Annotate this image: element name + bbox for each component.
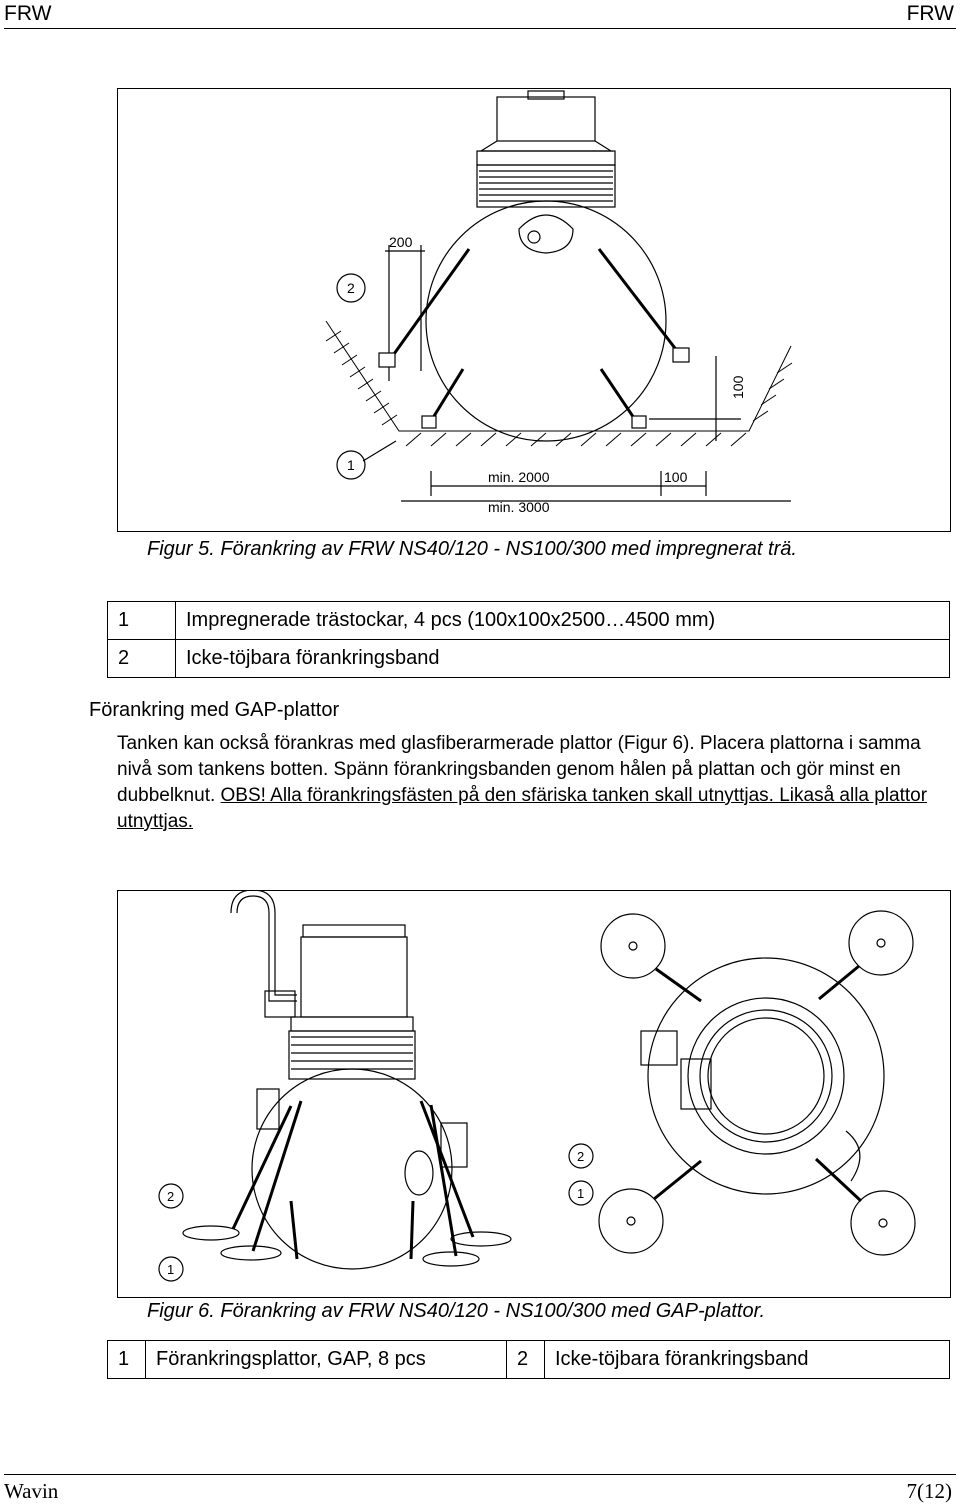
paragraph-notice: OBS! Alla förankringsfästen på den sfäri… <box>117 785 928 832</box>
figure5-legend: 1 Impregnerade trästockar, 4 pcs (100x10… <box>107 601 950 678</box>
footer-rule <box>4 1474 956 1475</box>
legend-text: Icke-töjbara förankringsband <box>175 639 950 678</box>
header-left: FRW <box>4 2 52 25</box>
legend-text: Förankringsplattor, GAP, 8 pcs <box>145 1340 507 1379</box>
fig5-dim-100-side: 100 <box>730 375 746 399</box>
legend-text: Impregnerade trästockar, 4 pcs (100x100x… <box>175 601 950 640</box>
legend-num: 2 <box>506 1340 545 1379</box>
legend-num: 1 <box>107 601 176 640</box>
legend-row: 1 Förankringsplattor, GAP, 8 pcs 2 Icke-… <box>107 1340 950 1379</box>
legend-text: Icke-töjbara förankringsband <box>544 1340 950 1379</box>
figure5-drawing: 200 2 1 100 min. 2000 100 min. 3000 <box>325 90 793 515</box>
footer-page-number: 7(12) <box>906 1479 953 1503</box>
fig6-left-callout-1: 1 <box>167 1262 174 1277</box>
fig6-right-callout-2: 2 <box>577 1149 584 1164</box>
figure6-legend: 1 Förankringsplattor, GAP, 8 pcs 2 Icke-… <box>107 1340 950 1379</box>
fig5-dim-100: 100 <box>664 469 688 485</box>
legend-num: 2 <box>107 639 176 678</box>
header-right: FRW <box>906 2 954 25</box>
fig5-callout-2: 2 <box>347 280 355 296</box>
fig5-min-3000: min. 3000 <box>488 499 550 515</box>
fig6-left-callout-2: 2 <box>167 1189 174 1204</box>
fig5-dim-200: 200 <box>389 234 413 250</box>
legend-row: 2 Icke-töjbara förankringsband <box>107 639 950 678</box>
figure5-caption: Figur 5. Förankring av FRW NS40/120 - NS… <box>147 538 797 560</box>
header-rule <box>4 28 956 29</box>
fig5-callout-1: 1 <box>347 457 355 473</box>
legend-row: 1 Impregnerade trästockar, 4 pcs (100x10… <box>107 601 950 640</box>
fig6-right-callout-1: 1 <box>577 1186 584 1201</box>
paragraph-text: Tanken kan också förankras med glasfiber… <box>117 733 921 806</box>
figure5-box: 200 2 1 100 min. 2000 100 min. 3000 <box>117 88 951 532</box>
figure6-caption: Figur 6. Förankring av FRW NS40/120 - NS… <box>147 1300 766 1322</box>
section-paragraph: Tanken kan också förankras med glasfiber… <box>117 731 947 835</box>
figure6-drawing: 2 1 2 1 <box>158 889 916 1282</box>
figure6-box: 2 1 2 1 <box>117 889 951 1298</box>
legend-num: 1 <box>107 1340 146 1379</box>
section-heading: Förankring med GAP-plattor <box>89 699 340 721</box>
fig5-min-2000: min. 2000 <box>488 469 550 485</box>
footer-left: Wavin <box>4 1479 59 1503</box>
